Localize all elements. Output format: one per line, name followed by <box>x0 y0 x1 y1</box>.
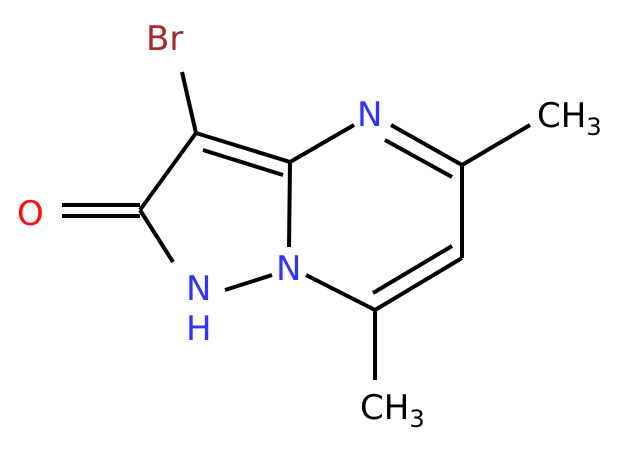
atom-nh-n: N <box>186 269 211 309</box>
atom-n-bridge: N <box>276 249 301 289</box>
atom-n-top: N <box>357 95 382 135</box>
bond-c2-n1 <box>138 208 175 264</box>
bond-c3-c3a-inner <box>202 148 284 177</box>
bond-n4-c5-inner <box>384 138 453 179</box>
bond-n1-nbridge <box>224 273 273 292</box>
atom-ch3-top: CH3 <box>537 96 602 141</box>
bond-c3-br <box>180 71 198 134</box>
atom-nh-h: H <box>186 309 212 349</box>
bonds <box>62 71 532 380</box>
bond-c3a-n4 <box>288 123 356 164</box>
atom-o: O <box>17 194 44 234</box>
atom-ch3-bottom: CH3 <box>360 388 425 433</box>
bond-n4-c5 <box>390 123 463 167</box>
atom-br: Br <box>146 19 183 59</box>
bond-c6-c7-inner <box>371 244 454 295</box>
bond-c3-c3a <box>195 131 291 164</box>
bond-c5-ch3 <box>460 123 532 167</box>
bond-c6-c7 <box>373 256 464 312</box>
atoms: Br O N N N H CH3 CH3 <box>17 19 602 433</box>
bond-c3-c2 <box>138 131 198 212</box>
bond-nbridge-c3a <box>287 161 292 248</box>
bond-c7-nbridge <box>305 273 376 312</box>
